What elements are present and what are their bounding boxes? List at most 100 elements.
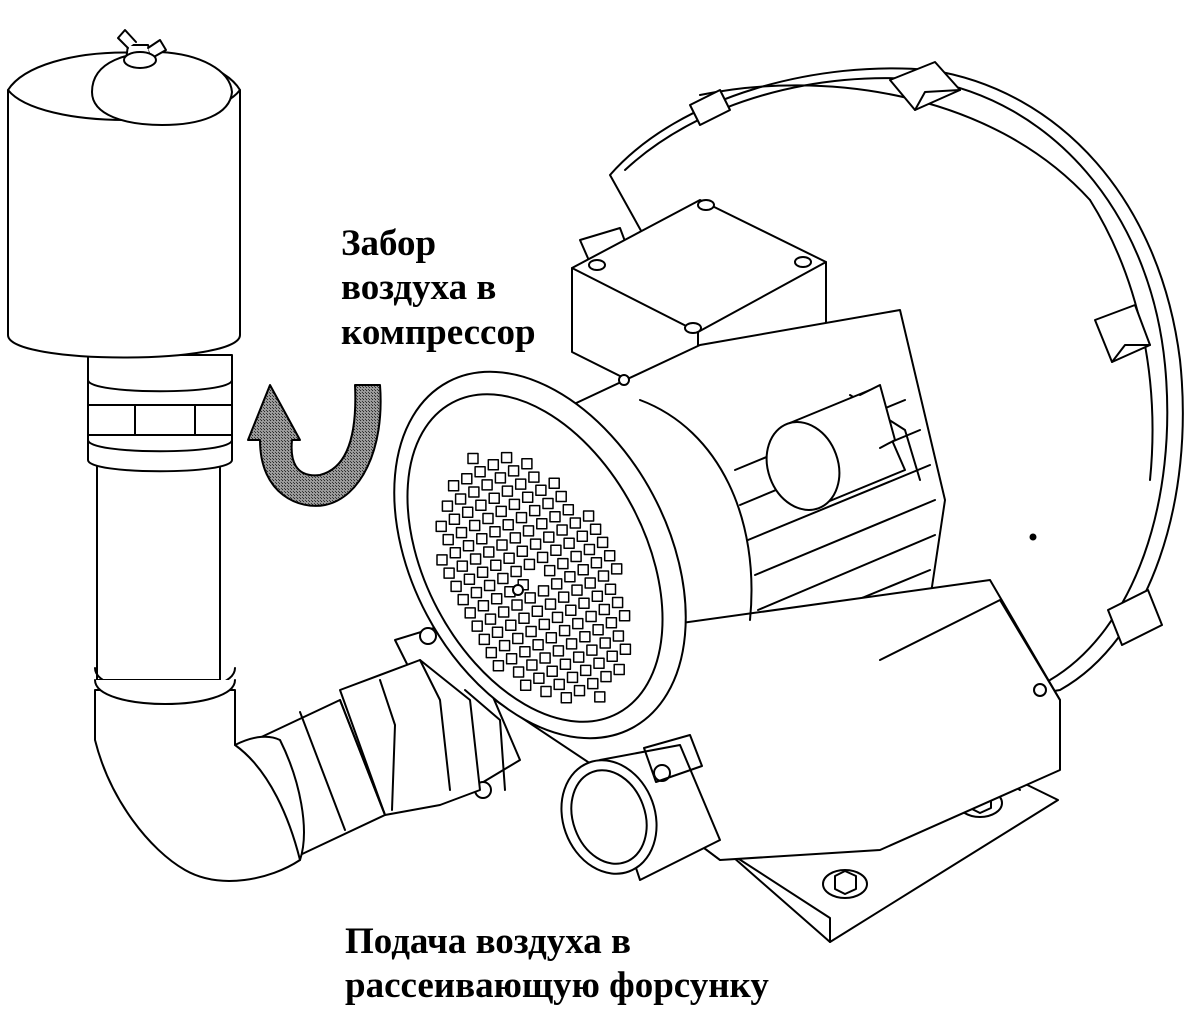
grille-vent: [502, 518, 514, 531]
grille-vent: [586, 644, 598, 656]
grille-vent: [578, 597, 590, 610]
grille-vent: [594, 691, 606, 703]
grille-vent: [491, 626, 504, 639]
grille-vent: [522, 525, 535, 537]
grille-vent: [573, 684, 586, 697]
grille-vent: [478, 633, 491, 646]
grille-vent: [485, 646, 498, 659]
grille-vent: [483, 546, 495, 558]
intake-label-line-1: Забор: [341, 223, 437, 264]
grille-vent: [468, 519, 481, 532]
grille-vent: [505, 619, 517, 632]
grille-vent: [590, 556, 603, 569]
grille-vent: [548, 477, 560, 490]
grille-vent: [592, 624, 604, 636]
grille-vent: [510, 565, 522, 578]
grille-vent: [536, 518, 548, 530]
grille-vent: [521, 458, 533, 470]
grille-vent: [528, 471, 540, 483]
grille-vent: [610, 563, 623, 575]
grille-vent: [583, 543, 596, 556]
grille-vent: [555, 490, 567, 503]
grille-vent: [582, 510, 595, 522]
grille-vent: [496, 539, 508, 551]
grille-vent: [512, 632, 524, 645]
grille-vent: [492, 660, 505, 672]
grille-vent: [455, 526, 468, 539]
grille-vent: [442, 533, 454, 546]
grille-vent: [536, 551, 549, 564]
grille-vent: [577, 564, 589, 576]
grille-vent: [490, 593, 503, 605]
supply-label-line-2: рассеивающую форсунку: [345, 965, 769, 1007]
grille-vent: [498, 639, 511, 652]
grille-vent: [518, 612, 530, 624]
grille-vent: [584, 577, 596, 589]
grille-vent: [436, 554, 448, 566]
grille-vent: [549, 511, 561, 523]
fan-grille: [435, 451, 632, 704]
grille-vent: [467, 452, 479, 465]
grille-vent: [454, 493, 467, 505]
supply-label-line-1: Подача воздуха в: [345, 921, 631, 962]
grille-vent: [463, 573, 476, 586]
grille-vent: [604, 583, 617, 595]
grille-vent: [579, 664, 592, 677]
grille-vent: [483, 579, 496, 592]
grille-vent: [509, 532, 522, 544]
grille-vent: [560, 691, 573, 704]
grille-vent: [572, 651, 585, 663]
outlet-port: [560, 734, 721, 881]
grille-vent: [565, 604, 577, 617]
grille-vent: [589, 523, 602, 535]
grille-vent: [461, 506, 474, 519]
grille-vent: [515, 511, 528, 524]
grille-vent: [579, 631, 591, 643]
grille-vent: [450, 580, 462, 593]
grille-vent: [526, 659, 538, 671]
grille-vent: [611, 596, 624, 609]
grille-vent: [550, 578, 563, 590]
grille-vent: [516, 545, 529, 557]
grille-vent: [464, 607, 476, 619]
grille-vent: [448, 513, 461, 526]
grille-vent: [551, 611, 564, 624]
grille-vent: [596, 536, 609, 549]
grille-vent: [563, 537, 575, 550]
grille-vent: [572, 617, 584, 630]
grille-vent: [524, 592, 536, 604]
grille-vent: [501, 485, 514, 497]
grille-vent: [525, 625, 537, 638]
grille-vent: [482, 512, 494, 525]
grille-vent: [447, 480, 460, 492]
grille-vent: [553, 678, 565, 691]
grille-vent: [535, 484, 547, 497]
grille-vent: [619, 643, 632, 655]
grille-vent: [564, 571, 576, 583]
grille-vent: [495, 505, 507, 518]
grille-vent: [469, 553, 482, 565]
grille-vent: [538, 618, 551, 631]
grille-vent: [612, 630, 625, 642]
grille-vent: [591, 590, 604, 603]
intake-pipe: [7, 29, 386, 882]
grille-vent: [618, 609, 631, 622]
grille-vent: [449, 547, 462, 559]
grille-vent: [470, 586, 483, 599]
grille-vent: [462, 540, 475, 552]
grille-vent: [593, 657, 605, 670]
grille-vent: [545, 631, 558, 644]
grille-vent: [613, 663, 625, 676]
grille-vent: [497, 606, 510, 618]
grille-vent: [543, 531, 555, 543]
grille-vent: [544, 598, 557, 610]
grille-vent: [542, 497, 554, 510]
intake-label-line-2: воздуха в: [341, 267, 497, 309]
grille-vent: [521, 491, 534, 504]
grille-vent: [488, 492, 500, 504]
grille-vent: [537, 585, 550, 597]
grille-vent: [565, 638, 578, 650]
grille-vent: [546, 665, 558, 677]
grille-vent: [441, 500, 454, 512]
